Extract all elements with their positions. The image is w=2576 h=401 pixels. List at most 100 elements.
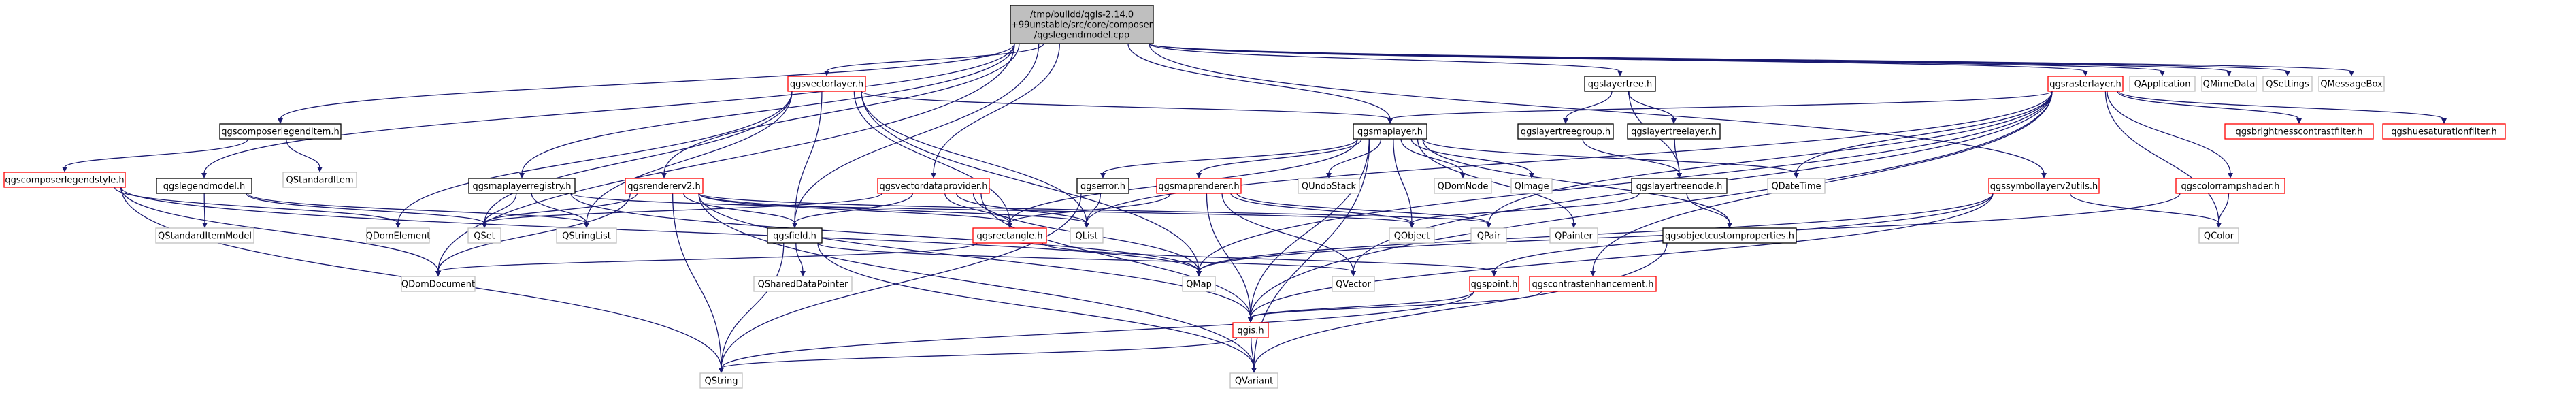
edge-qgslegendmodel-to-QStandardItemModel — [203, 193, 205, 224]
node-label: qgslegendmodel.h — [163, 182, 245, 192]
arrowhead-qgscontrastenhancement-to-qgis — [1248, 317, 1253, 323]
edge-qgsmaplayer-to-QDomNode — [1400, 138, 1464, 174]
node-qgsbrightness[interactable]: qgsbrightnesscontrastfilter.h — [2224, 123, 2374, 140]
edge-qgsrendererv2-to-QVariant — [698, 193, 1255, 369]
edge-qgsrectangle-to-QDomDocument — [437, 242, 978, 272]
node-box — [972, 227, 1047, 244]
node-label: QMap — [1186, 280, 1212, 290]
node-qgsmaprenderer[interactable]: qgsmaprenderer.h — [1156, 178, 1242, 194]
node-box — [2129, 76, 2196, 92]
edge-qgsmaplayer-to-QDateTime — [1422, 138, 1797, 174]
edge-qgsrendererv2-to-QDomDocument — [437, 193, 631, 272]
edge-qgscolorrampshader-to-QColor — [2218, 193, 2230, 224]
node-label: QPair — [1477, 231, 1501, 242]
node-label: qgscontrastenhancement.h — [1532, 280, 1653, 290]
arrowhead-qgsvectorlayer-to-QDomElement — [395, 223, 401, 228]
edge-root-to-qgscomposerlegenditem — [280, 43, 1015, 120]
node-box — [366, 227, 430, 244]
edge-qgsvectorlayer-to-QStringList — [586, 91, 793, 224]
node-box — [1631, 178, 1728, 194]
edge-qgsrasterlayer-to-qgshuesat — [2118, 91, 2445, 120]
node-qgshuesat[interactable]: qgshuesaturationfilter.h — [2382, 123, 2506, 140]
node-qgslayertreelayer[interactable]: qgslayertreelayer.h — [1627, 123, 1721, 140]
node-qgslayertreenode[interactable]: qgslayertreenode.h — [1631, 178, 1728, 194]
node-qgspoint[interactable]: qgspoint.h — [1469, 276, 1519, 292]
node-qgis[interactable]: qgis.h — [1232, 322, 1269, 338]
node-label: qgsmaprenderer.h — [1158, 182, 1239, 192]
node-box — [1229, 372, 1278, 389]
node-qgslegendmodel[interactable]: qgslegendmodel.h — [156, 178, 252, 194]
node-label: qgspoint.h — [1471, 280, 1518, 290]
node-qgsmaplayer[interactable]: qgsmaplayer.h — [1353, 123, 1427, 140]
node-label: qgslayertreenode.h — [1636, 182, 1723, 192]
arrowhead-qgsrasterlayer-to-qgshuesat — [2441, 118, 2447, 124]
node-qgserror[interactable]: qgserror.h — [1076, 178, 1129, 194]
node-qgsfield[interactable]: qgsfield.h — [767, 227, 823, 244]
node-qgsrendererv2[interactable]: qgsrendererv2.h — [625, 178, 704, 194]
node-box — [753, 276, 853, 292]
node-box — [1232, 322, 1269, 338]
node-box — [156, 178, 252, 194]
node-qgsvectorlayer[interactable]: qgsvectorlayer.h — [787, 76, 866, 92]
edge-qgslegendmodel-to-QStringList — [247, 193, 587, 224]
edge-qgsmaplayerregistry-to-QMap — [570, 193, 1200, 272]
edge-qgsvectorlayer-to-qgsmaplayer — [861, 91, 1391, 120]
edge-qgslegendmodel-to-QSet — [246, 193, 485, 224]
edge-qgsrasterlayer-to-qgsbrightness — [2117, 91, 2300, 120]
arrowhead-qgsmaprenderer-to-qgsrectangle — [1007, 223, 1012, 228]
edge-qgsvectordataprovider-to-QSet — [484, 193, 882, 224]
node-label: /qgslegendmodel.cpp — [1034, 31, 1129, 41]
arrowhead-root-to-QApplication — [2160, 71, 2165, 76]
edge-qgsmaplayer-to-QPainter — [1417, 138, 1574, 224]
node-label: QApplication — [2134, 80, 2191, 90]
node-QDateTime: QDateTime — [1767, 178, 1826, 194]
arrowhead-qgsrasterlayer-to-qgscontrastenhancement — [1590, 271, 1596, 276]
node-box — [787, 76, 866, 92]
node-QImage: QImage — [1510, 178, 1553, 194]
arrowhead-qgslegendmodel-to-QStandardItemModel — [202, 223, 208, 228]
node-box — [2201, 76, 2257, 92]
node-label: QColor — [2204, 231, 2234, 242]
node-qgscomposerlegenditem[interactable]: qgscomposerlegenditem.h — [219, 123, 342, 140]
node-box — [1076, 178, 1129, 194]
edge-qgslayertreegroup-to-qgslayertreenode — [1582, 138, 1680, 174]
edge-qgsmaplayerregistry-to-QSet — [484, 193, 517, 224]
node-label: QDomNode — [1438, 182, 1489, 192]
node-qgslayertree[interactable]: qgslayertree.h — [1584, 76, 1656, 92]
node-box — [155, 227, 254, 244]
node-qgscolorrampshader[interactable]: qgscolorrampshader.h — [2175, 178, 2285, 194]
node-box — [219, 123, 342, 140]
node-qgssymbollayerv2utils[interactable]: qgssymbollayerv2utils.h — [1988, 178, 2100, 194]
arrowhead-qgsmaplayer-to-QUndoStack — [1326, 173, 1332, 178]
node-qgsrasterlayer[interactable]: qgsrasterlayer.h — [2047, 76, 2124, 92]
arrowhead-root-to-qgsrendererv2 — [661, 173, 667, 178]
arrowhead-qgslayertreenode-to-qgsobjectcustomproperties — [1727, 223, 1732, 228]
edge-qgsmaplayer-to-qgsobjectcustomproperties — [1422, 138, 1730, 224]
node-qgscontrastenhancement[interactable]: qgscontrastenhancement.h — [1529, 276, 1657, 292]
edge-qgsmaprenderer-to-qgsrectangle — [1009, 193, 1171, 224]
arrowhead-qgslayertreenode-to-QObject — [1409, 223, 1415, 228]
edge-qgsmaplayer-to-qgis — [1250, 138, 1370, 319]
node-box — [1182, 276, 1216, 292]
node-root[interactable]: /tmp/buildd/qgis-2.14.0+99unstable/src/c… — [1010, 5, 1154, 44]
edge-qgscomposerlegenditem-to-QStandardItem — [286, 138, 320, 168]
edge-qgsfield-to-QVector — [817, 242, 1354, 272]
edge-root-to-QApplication — [1149, 43, 2163, 72]
node-qgsobjectcustomproperties[interactable]: qgsobjectcustomproperties.h — [1662, 227, 1797, 244]
edge-qgsrasterlayer-to-QPair — [1488, 91, 2053, 224]
node-box — [625, 178, 704, 194]
arrowhead-qgis-to-QVariant — [1251, 368, 1257, 373]
node-label: qgsvectordataprovider.h — [880, 182, 988, 192]
node-qgsrectangle[interactable]: qgsrectangle.h — [972, 227, 1047, 244]
node-qgsmaplayerregistry[interactable]: qgsmaplayerregistry.h — [468, 178, 576, 194]
edge-qgserror-to-QString — [721, 193, 1082, 369]
node-qgsvectordataprovider[interactable]: qgsvectordataprovider.h — [877, 178, 990, 194]
node-box — [1434, 178, 1492, 194]
arrowhead-qgsmaplayer-to-QPainter — [1571, 223, 1576, 228]
edge-root-to-QMessageBox — [1149, 43, 2352, 72]
arrowhead-qgsrasterlayer-to-QPair — [1486, 223, 1491, 228]
node-qgscomposerlegendstyle[interactable]: qgscomposerlegendstyle.h — [3, 172, 126, 188]
arrowhead-qgsrasterlayer-to-qgscolorrampshader — [2228, 173, 2233, 178]
node-qgslayertreegroup[interactable]: qgslayertreegroup.h — [1517, 123, 1614, 140]
node-label: QDomDocument — [401, 280, 475, 290]
